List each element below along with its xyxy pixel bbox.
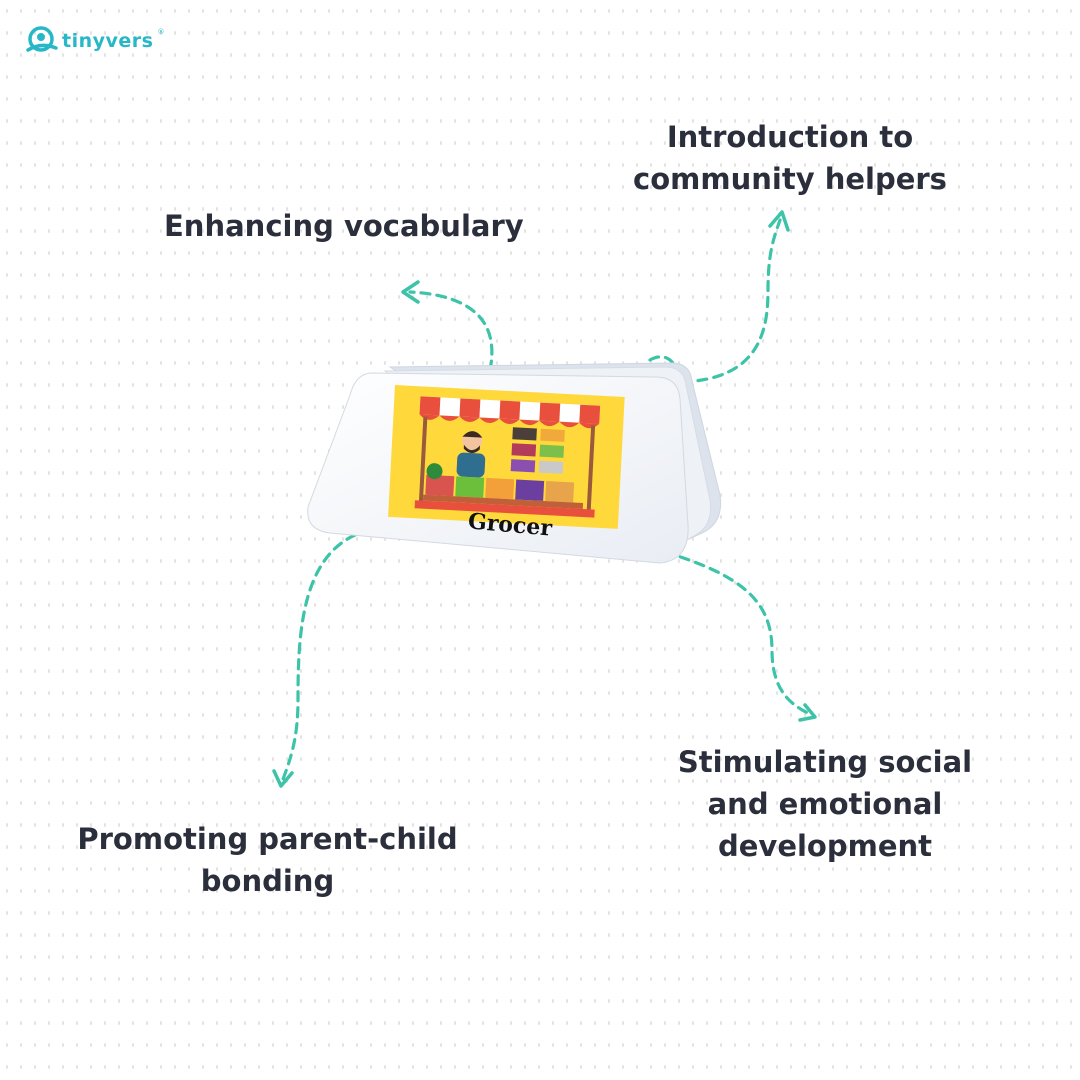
grocer-illustration <box>388 385 625 529</box>
label-bonding-line2: bonding <box>200 864 335 898</box>
arrow-to-vocabulary <box>408 290 494 372</box>
label-bonding-line1: Promoting parent-child <box>77 822 458 856</box>
tinyvers-logo-icon <box>26 26 58 52</box>
label-bonding: Promoting parent-child bonding <box>40 818 495 902</box>
arrowhead-social <box>798 703 817 722</box>
label-social: Stimulating social and emotional develop… <box>640 741 1010 867</box>
arrow-to-bonding <box>280 533 357 784</box>
label-social-line3: development <box>717 829 933 863</box>
arrow-to-community <box>648 218 782 384</box>
registered-mark: ® <box>157 28 165 36</box>
label-community: Introduction to community helpers <box>600 116 980 200</box>
arrowhead-vocabulary <box>401 280 420 304</box>
label-vocabulary: Enhancing vocabulary <box>164 205 524 247</box>
label-social-line1: Stimulating social <box>677 745 973 779</box>
label-community-line2: community helpers <box>633 162 947 196</box>
brand-logo: tinyvers ® <box>26 24 164 58</box>
flashcard-stack <box>307 362 722 564</box>
brand-name: tinyvers <box>62 30 154 52</box>
label-community-line1: Introduction to <box>666 120 914 154</box>
arrowhead-community <box>768 210 790 232</box>
arrow-to-social <box>663 550 814 717</box>
arrowhead-bonding <box>272 769 294 788</box>
label-vocabulary-text: Enhancing vocabulary <box>164 209 524 243</box>
label-social-line2: and emotional <box>707 787 943 821</box>
